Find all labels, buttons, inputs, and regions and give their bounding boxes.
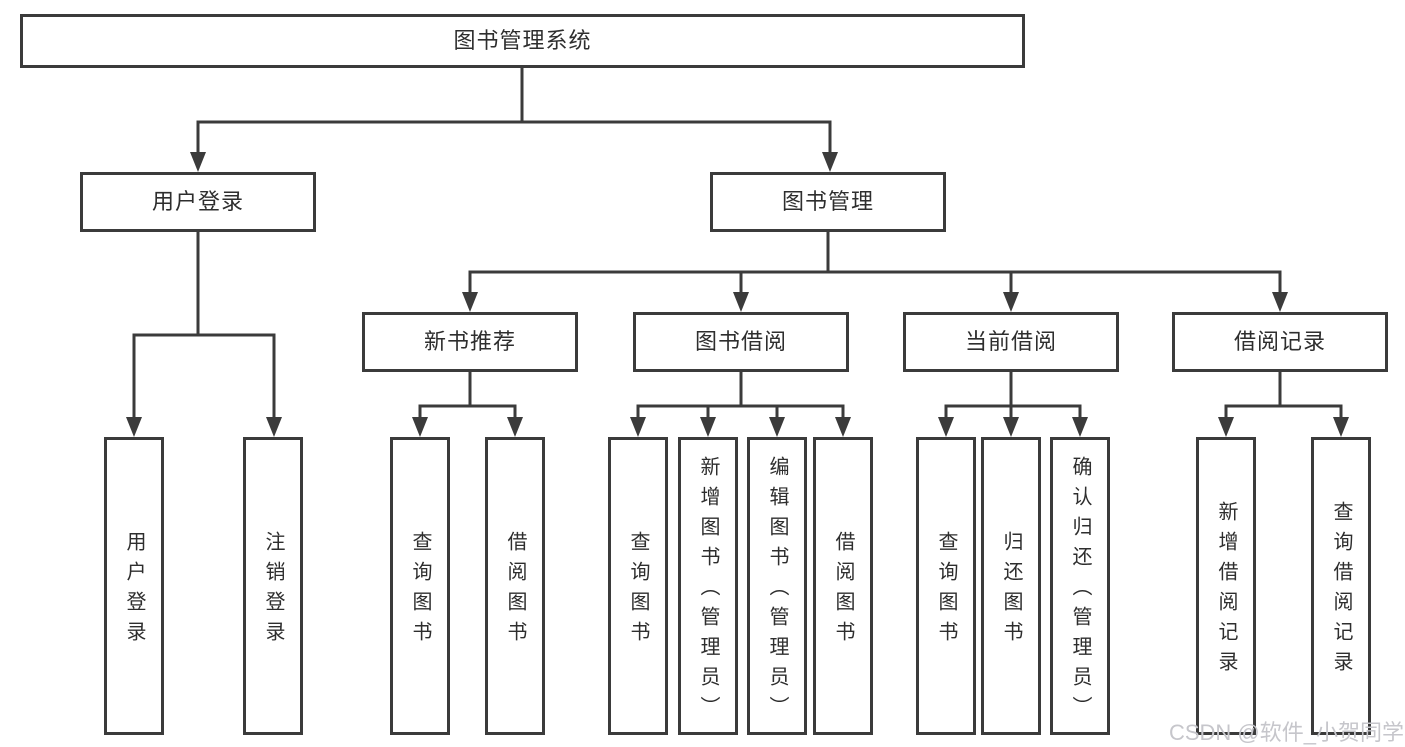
leaf-edit-books-admin: 编辑图书（管理员） xyxy=(747,437,807,735)
leaf-query-books: 查询图书 xyxy=(608,437,668,735)
node-label: 新增借阅记录 xyxy=(1215,501,1237,681)
node-library-management-system: 图书管理系统 xyxy=(20,14,1025,68)
leaf-query-books: 查询图书 xyxy=(916,437,976,735)
node-new-book-recommendation: 新书推荐 xyxy=(362,312,578,372)
leaf-borrow-books: 借阅图书 xyxy=(813,437,873,735)
node-label: 图书管理系统 xyxy=(453,28,592,53)
leaf-add-borrow-record: 新增借阅记录 xyxy=(1196,437,1256,735)
node-book-management: 图书管理 xyxy=(710,172,946,232)
node-label: 归还图书 xyxy=(1000,531,1022,651)
leaf-return-books: 归还图书 xyxy=(981,437,1041,735)
leaf-confirm-return-admin: 确认归还（管理员） xyxy=(1050,437,1110,735)
node-label: 借阅图书 xyxy=(832,531,854,651)
node-label: 用户登录 xyxy=(151,189,244,214)
leaf-query-borrow-record: 查询借阅记录 xyxy=(1311,437,1371,735)
node-label: 用户登录 xyxy=(123,531,145,651)
node-label: 借阅记录 xyxy=(1233,329,1326,354)
leaf-borrow-books: 借阅图书 xyxy=(485,437,545,735)
node-label: 图书借阅 xyxy=(694,329,787,354)
node-current-borrowing: 当前借阅 xyxy=(903,312,1119,372)
node-label: 确认归还（管理员） xyxy=(1069,456,1091,726)
node-user-login: 用户登录 xyxy=(80,172,316,232)
leaf-logout: 注销登录 xyxy=(243,437,303,735)
node-label: 查询图书 xyxy=(935,531,957,651)
node-label: 图书管理 xyxy=(781,189,874,214)
node-label: 新书推荐 xyxy=(423,329,516,354)
node-label: 查询借阅记录 xyxy=(1330,501,1352,681)
leaf-user-login: 用户登录 xyxy=(104,437,164,735)
node-label: 编辑图书（管理员） xyxy=(766,456,788,726)
node-label: 当前借阅 xyxy=(964,329,1057,354)
node-label: 注销登录 xyxy=(262,531,284,651)
node-label: 查询图书 xyxy=(409,531,431,651)
node-borrowing-records: 借阅记录 xyxy=(1172,312,1388,372)
node-label: 借阅图书 xyxy=(504,531,526,651)
leaf-add-books-admin: 新增图书（管理员） xyxy=(678,437,738,735)
node-book-borrowing: 图书借阅 xyxy=(633,312,849,372)
csdn-watermark: CSDN @软件_小贺同学 xyxy=(1168,720,1404,745)
leaf-query-books: 查询图书 xyxy=(390,437,450,735)
node-label: 新增图书（管理员） xyxy=(697,456,719,726)
node-label: 查询图书 xyxy=(627,531,649,651)
